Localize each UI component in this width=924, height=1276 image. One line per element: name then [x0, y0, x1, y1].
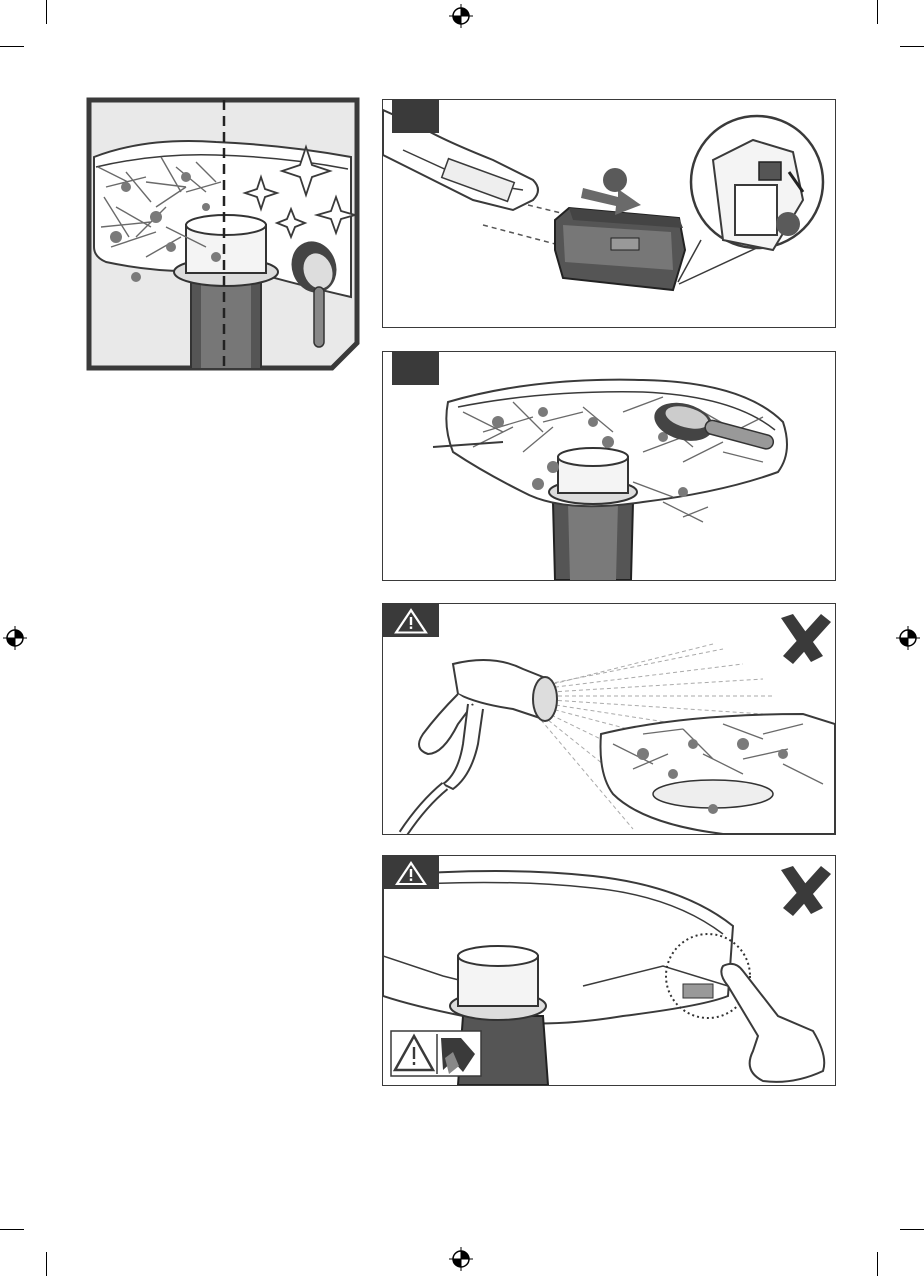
overview-panel	[86, 97, 362, 373]
warning-triangle-icon	[383, 604, 439, 637]
crop-mark	[900, 1229, 924, 1230]
crop-mark	[877, 0, 878, 24]
brush-clean-guard-illustration	[383, 352, 835, 580]
crop-mark	[0, 46, 24, 47]
cross-x-icon	[781, 614, 831, 664]
warning-blade-panel	[382, 855, 836, 1086]
crop-mark	[877, 1252, 878, 1276]
warning-tab	[383, 604, 439, 637]
registration-mark-icon	[896, 626, 920, 650]
before-after-cleaning-illustration	[86, 97, 362, 373]
registration-mark-icon	[449, 1247, 473, 1271]
warning-tab	[383, 856, 439, 889]
step-tab	[392, 351, 439, 385]
crop-mark	[46, 0, 47, 24]
registration-mark-icon	[3, 626, 27, 650]
step-tab	[392, 99, 439, 133]
crop-mark	[46, 1252, 47, 1276]
warning-triangle-icon	[383, 856, 439, 889]
remove-battery-illustration	[383, 100, 835, 327]
water-spray-illustration	[383, 604, 835, 834]
crop-mark	[0, 1229, 24, 1230]
warning-water-panel	[382, 603, 836, 835]
cross-x-icon	[781, 866, 831, 916]
blade-finger-illustration	[383, 856, 835, 1085]
step-1-panel	[382, 99, 836, 328]
crop-mark	[900, 46, 924, 47]
step-2-panel	[382, 351, 836, 581]
registration-mark-icon	[449, 4, 473, 28]
cut-hazard-icon	[391, 1031, 481, 1076]
